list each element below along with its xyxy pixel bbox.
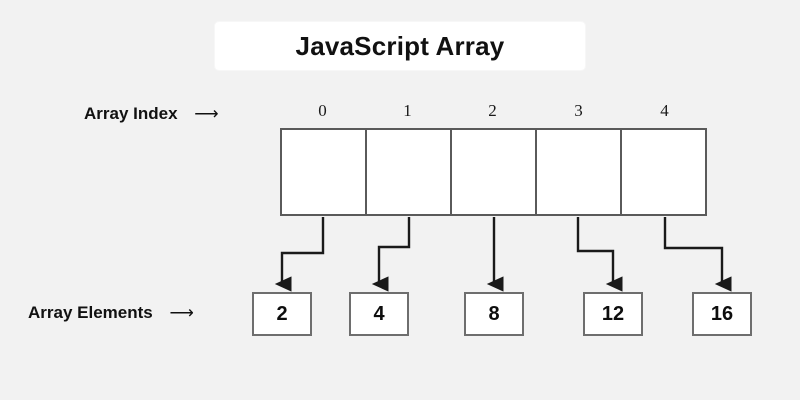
array-cell-3[interactable]: [537, 130, 622, 214]
array-index-3: 3: [574, 101, 583, 120]
array-cell-2[interactable]: [452, 130, 537, 214]
right-arrow-icon: ⟶: [169, 303, 194, 322]
page-title: JavaScript Array: [295, 30, 505, 61]
right-arrow-icon: ⟶: [194, 104, 219, 123]
array-index-2: 2: [488, 101, 497, 120]
array-index-4: 4: [660, 101, 669, 120]
connector-4: [663, 217, 732, 292]
array-row: [280, 128, 707, 216]
array-cell-4[interactable]: [622, 130, 705, 214]
array-element-3[interactable]: 12: [583, 292, 643, 336]
array-elements-label-text: Array Elements: [28, 303, 153, 322]
array-index-1: 1: [403, 101, 412, 120]
array-index-label-text: Array Index: [84, 104, 178, 123]
array-index-label: Array Index ⟶: [84, 104, 219, 124]
array-element-0[interactable]: 2: [252, 292, 312, 336]
title-box: JavaScript Array: [215, 22, 585, 70]
array-index-0: 0: [318, 101, 327, 120]
array-cell-1[interactable]: [367, 130, 452, 214]
array-element-4[interactable]: 16: [692, 292, 752, 336]
array-element-1[interactable]: 4: [349, 292, 409, 336]
connector-1: [371, 217, 411, 292]
connector-0: [274, 217, 325, 292]
connector-3: [576, 217, 623, 292]
array-element-2[interactable]: 8: [464, 292, 524, 336]
array-elements-label: Array Elements ⟶: [28, 303, 194, 323]
array-cell-0[interactable]: [282, 130, 367, 214]
